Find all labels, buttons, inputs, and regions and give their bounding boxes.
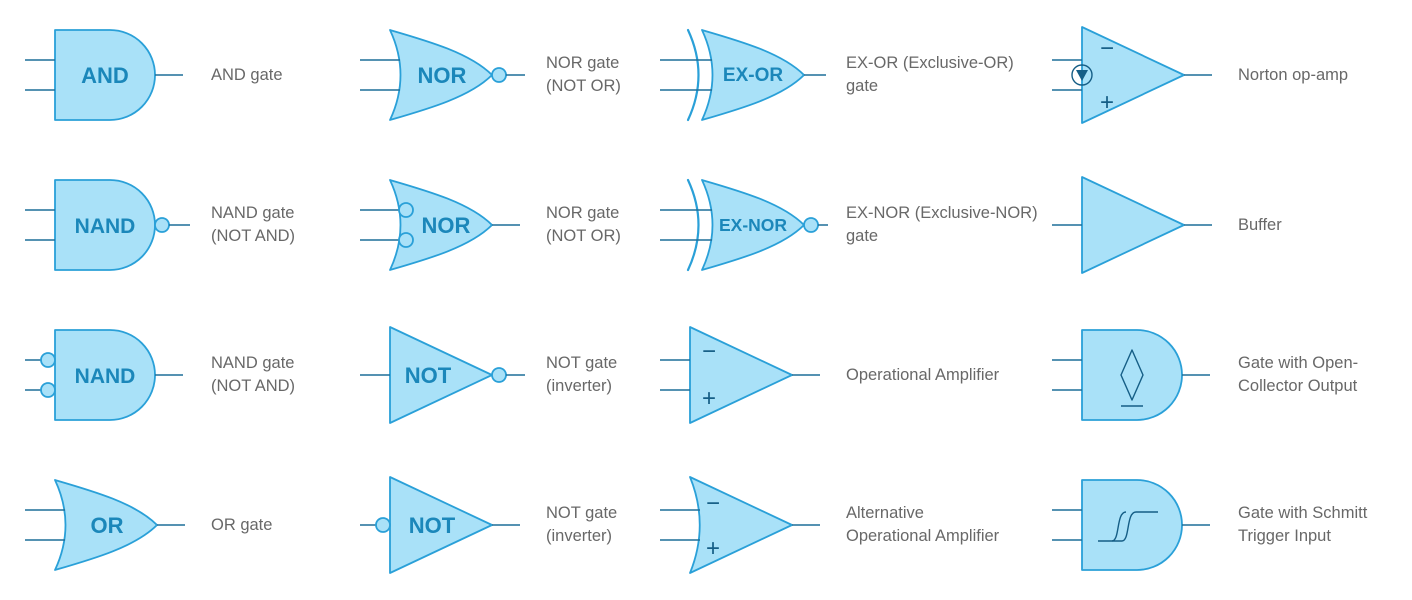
gate-text: EX-NOR — [719, 215, 787, 235]
current-source-arrow — [1076, 70, 1088, 81]
hysteresis-curve — [1098, 511, 1158, 542]
symbol-caption: NOR gate (NOT OR) — [546, 204, 621, 245]
minus-sign: − — [1100, 35, 1114, 62]
symbol-caption: Gate with Schmitt Trigger Input — [1238, 504, 1368, 545]
cell-alternative-operational-amplifier: − + Alternative Operational Amplifier — [660, 450, 1040, 600]
cell-nand-gate-negated-inputs: NAND NAND gate (NOT AND) — [0, 300, 385, 450]
gate-text: NOT — [409, 513, 456, 538]
negation-bubble — [40, 352, 56, 368]
gate-text: OR — [91, 513, 124, 538]
norton-op-amp-icon: − + — [1052, 26, 1212, 124]
negation-bubble — [398, 202, 414, 218]
gate-text: NAND — [75, 365, 136, 388]
cell-gate-schmitt-trigger: Gate with Schmitt Trigger Input — [1040, 450, 1412, 600]
not-gate-icon: NOT — [360, 326, 525, 424]
gate-body — [1081, 479, 1183, 571]
ex-or-gate-icon: EX-OR — [660, 28, 826, 122]
cell-operational-amplifier: − + Operational Amplifier — [660, 300, 1040, 450]
or-gate-icon: OR — [25, 479, 185, 571]
cell-nor-gate: NOR NOR gate (NOT OR) — [360, 0, 660, 150]
negation-bubble — [803, 217, 819, 233]
minus-sign: − — [706, 490, 720, 517]
symbol-caption: Alternative Operational Amplifier — [846, 504, 1000, 545]
symbol-caption: OR gate — [211, 515, 273, 534]
symbol-caption: Gate with Open- Collector Output — [1238, 354, 1359, 395]
symbol-caption: Operational Amplifier — [846, 365, 1000, 384]
nor-gate-negated-inputs-icon: NOR — [360, 179, 520, 271]
gate-text: AND — [81, 63, 129, 88]
symbol-caption: NOT gate (inverter) — [546, 354, 618, 395]
open-collector-gate-icon — [1052, 329, 1210, 421]
symbol-caption: NAND gate (NOT AND) — [211, 354, 296, 395]
schmitt-trigger-gate-icon — [1052, 479, 1210, 571]
cell-gate-open-collector: Gate with Open- Collector Output — [1040, 300, 1412, 450]
gate-text: NOR — [418, 63, 467, 88]
negation-bubble — [398, 232, 414, 248]
nor-gate-icon: NOR — [360, 29, 525, 121]
negation-bubble — [154, 217, 170, 233]
cell-or-gate: OR OR gate — [0, 450, 385, 600]
gate-text: NAND — [75, 215, 136, 238]
cell-nand-gate: NAND NAND gate (NOT AND) — [0, 150, 385, 300]
cell-ex-or-gate: EX-OR EX-OR (Exclusive-OR) gate — [660, 0, 1040, 150]
cell-buffer: Buffer — [1040, 150, 1412, 300]
minus-sign: − — [702, 338, 716, 365]
symbol-caption: NOR gate (NOT OR) — [546, 54, 621, 95]
cell-not-gate-negated-input: NOT NOT gate (inverter) — [360, 450, 660, 600]
not-gate-negated-input-icon: NOT — [360, 476, 520, 574]
negation-bubble — [491, 67, 507, 83]
nand-gate-icon: NAND — [25, 179, 190, 271]
plus-sign: + — [702, 385, 716, 412]
buffer-icon — [1052, 176, 1212, 274]
ex-nor-gate-icon: EX-NOR — [660, 178, 828, 272]
operational-amplifier-icon: − + — [660, 326, 820, 424]
symbol-caption: NOT gate (inverter) — [546, 504, 618, 545]
gate-text: NOT — [405, 363, 452, 388]
hysteresis-curve — [1111, 511, 1127, 542]
symbol-caption: Buffer — [1238, 215, 1282, 234]
cell-not-gate: NOT NOT gate (inverter) — [360, 300, 660, 450]
amplifier-body — [1081, 26, 1185, 124]
symbol-caption: EX-NOR (Exclusive-NOR) gate — [846, 204, 1038, 245]
symbol-caption: NAND gate (NOT AND) — [211, 204, 296, 245]
cell-norton-op-amp: − + Norton op-amp — [1040, 0, 1412, 150]
symbol-caption: Norton op-amp — [1238, 65, 1349, 84]
xor-input-arc — [686, 28, 700, 122]
gate-text: EX-OR — [723, 65, 783, 86]
symbol-caption: AND gate — [211, 65, 283, 84]
negation-bubble — [491, 367, 507, 383]
and-gate-icon: AND — [25, 29, 183, 121]
open-collector-diamond — [1120, 349, 1144, 401]
xor-input-arc — [686, 178, 700, 272]
cell-nor-gate-negated-inputs: NOR NOR gate (NOT OR) — [360, 150, 660, 300]
cell-ex-nor-gate: EX-NOR EX-NOR (Exclusive-NOR) gate — [660, 150, 1040, 300]
alternative-operational-amplifier-icon: − + — [660, 476, 820, 574]
nand-gate-negated-inputs-icon: NAND — [25, 329, 183, 421]
gate-text: NOR — [422, 213, 471, 238]
current-source-circle — [1071, 64, 1093, 86]
negation-bubble — [40, 382, 56, 398]
symbol-caption: EX-OR (Exclusive-OR) gate — [846, 54, 1014, 95]
negation-bubble — [375, 517, 391, 533]
plus-sign: + — [1100, 89, 1114, 116]
amplifier-body — [1081, 176, 1185, 274]
plus-sign: + — [706, 535, 720, 562]
cell-and-gate: AND AND gate — [0, 0, 385, 150]
